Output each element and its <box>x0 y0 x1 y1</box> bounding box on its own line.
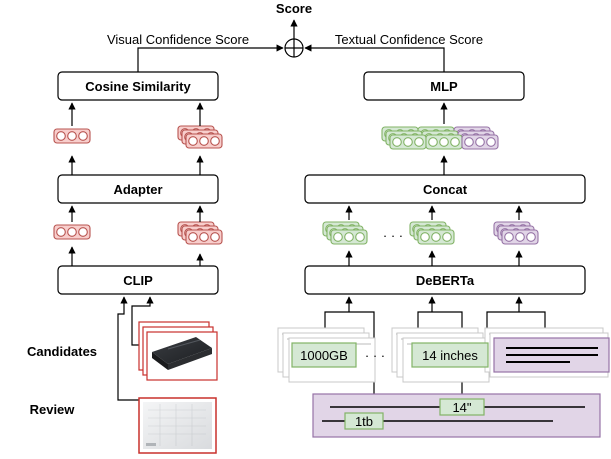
textual-arrows <box>324 102 546 400</box>
mlp-box <box>363 71 525 101</box>
visual-embeddings <box>53 125 223 245</box>
white-laptop-icon <box>148 404 206 446</box>
adapter-box <box>57 174 219 204</box>
candidate-images <box>138 321 218 381</box>
attr-14inches-text: 14 inches <box>422 348 478 363</box>
deberta-box <box>304 265 586 295</box>
deberta-attr-embedding <box>330 229 368 245</box>
review-tag-14: 14" <box>439 398 485 416</box>
clip-label: CLIP <box>123 273 153 288</box>
concat-embedding <box>461 134 499 150</box>
attr-1000gb-tag: 1000GB <box>291 342 357 368</box>
clip-candidate-embedding <box>185 229 223 245</box>
clip-review-embedding <box>53 224 91 240</box>
clip-box <box>57 265 219 295</box>
concat-label: Concat <box>423 182 468 197</box>
review-label: Review <box>30 402 76 417</box>
textual-confidence-label: Textual Confidence Score <box>335 32 483 47</box>
textual-score-arrow <box>304 44 445 72</box>
concat-embedding <box>389 134 427 150</box>
dark-laptop-icon <box>152 337 212 370</box>
concat-embedding <box>425 134 463 150</box>
visual-review-embedding <box>53 128 91 144</box>
embedding-ellipsis: · · · <box>383 228 403 243</box>
review-tag-14-text: 14" <box>452 400 471 415</box>
attr-1000gb-text: 1000GB <box>300 348 348 363</box>
attr-14inches-tag: 14 inches <box>411 342 489 368</box>
score-label: Score <box>276 1 312 16</box>
review-tag-1tb-text: 1tb <box>355 414 373 429</box>
cosine-similarity-box <box>57 71 219 101</box>
review-tag-1tb: 1tb <box>344 412 384 430</box>
adapter-label: Adapter <box>113 182 162 197</box>
concat-box <box>304 174 586 204</box>
textual-embeddings <box>322 126 539 245</box>
visual-candidate-embedding <box>185 133 223 149</box>
cosine-similarity-label: Cosine Similarity <box>85 79 191 94</box>
review-image <box>138 397 217 454</box>
sum-operator-icon <box>284 38 304 58</box>
mlp-label: MLP <box>430 79 458 94</box>
candidates-label: Candidates <box>27 344 97 359</box>
deberta-review-embedding <box>501 229 539 245</box>
deberta-label: DeBERTa <box>416 273 475 288</box>
visual-score-arrow <box>137 44 284 72</box>
deberta-attr-embedding <box>417 229 455 245</box>
attr-ellipsis: · · · <box>365 348 385 363</box>
visual-confidence-label: Visual Confidence Score <box>107 32 249 47</box>
visual-arrows <box>68 102 204 401</box>
